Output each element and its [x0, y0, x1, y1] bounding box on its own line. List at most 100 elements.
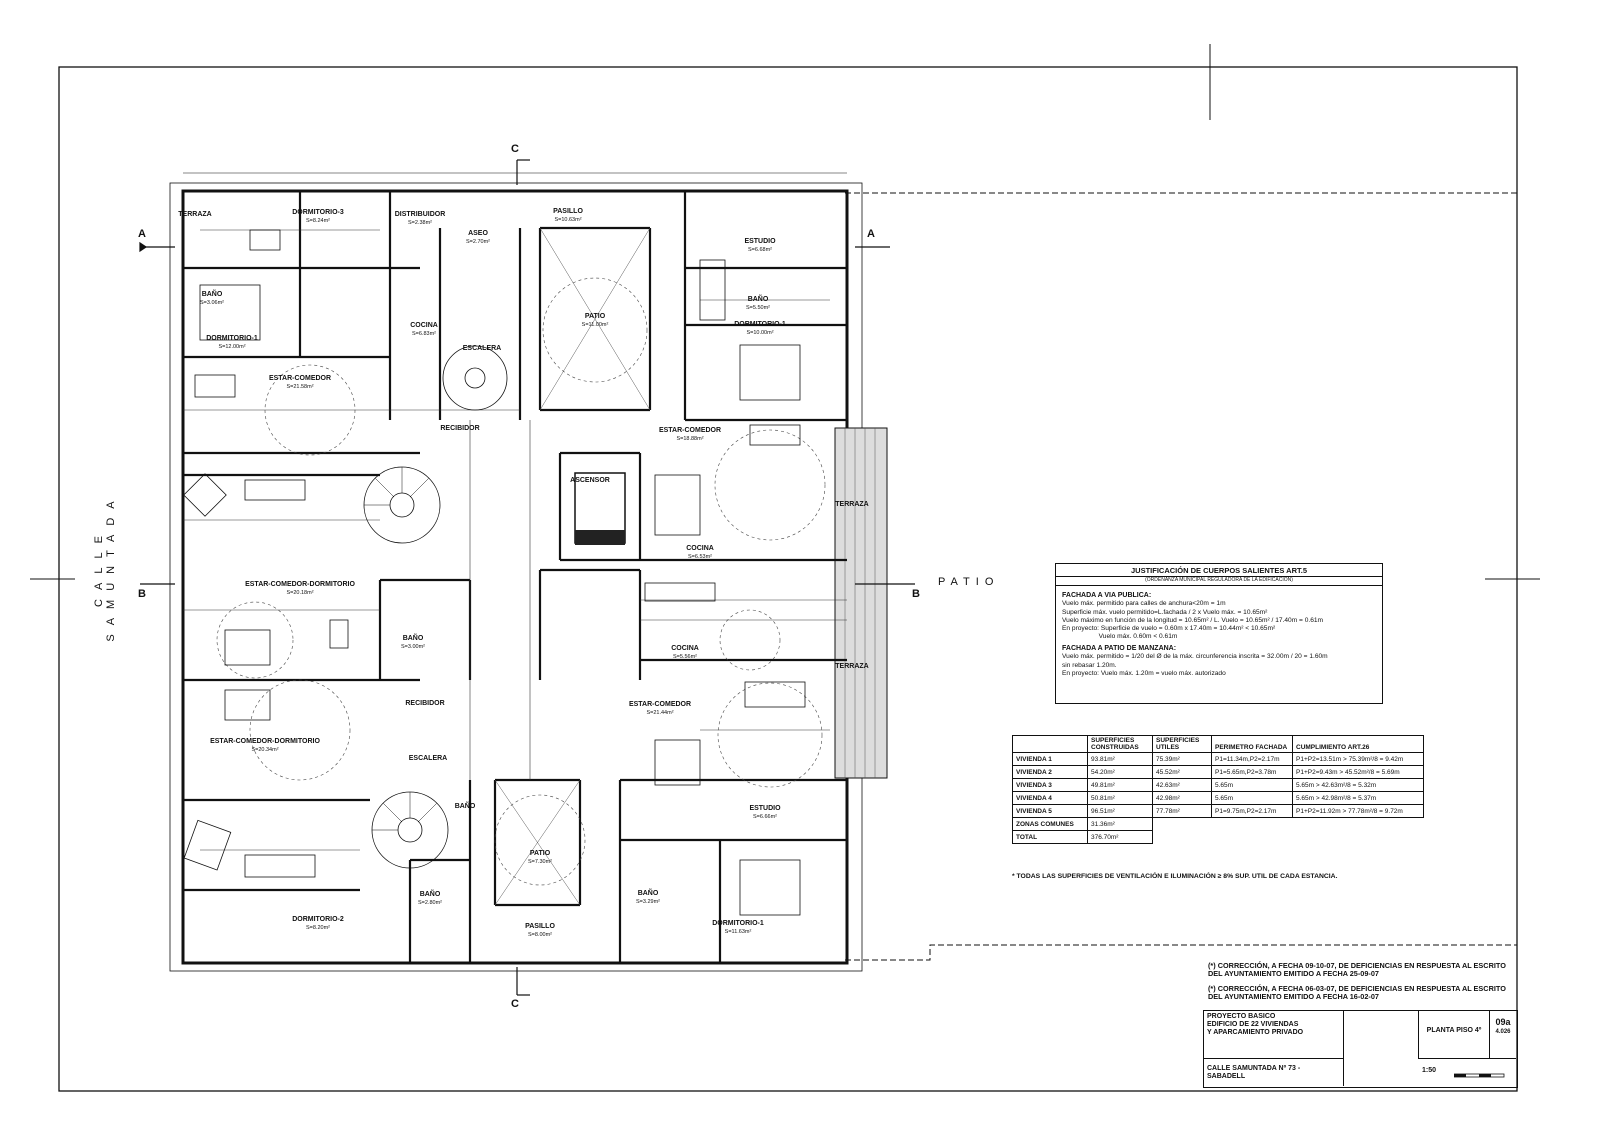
table-cell: 5.65m: [1211, 778, 1293, 792]
room-name-label: TERRAZA: [835, 501, 868, 508]
room-area-label: S=10.63m²: [554, 217, 581, 223]
room-name-label: ESTUDIO: [749, 805, 781, 812]
room-name-label: RECIBIDOR: [440, 425, 479, 432]
property-line-bottom: [845, 944, 1517, 961]
table-cell: P1=11.34m,P2=2.17m: [1211, 752, 1293, 766]
building-title: EDIFICIO DE 22 VIVIENDAS: [1207, 1021, 1299, 1029]
justification-line: Vuelo máx. 0.60m < 0.61m: [1062, 633, 1178, 641]
table-cell: 54.20m²: [1087, 765, 1153, 779]
section-cut-markers: [139, 159, 915, 996]
table-cell: 42.63m²: [1152, 778, 1212, 792]
area-summary-table: SUPERFICIES CONSTRUIDAS SUPERFICIES UTIL…: [1012, 735, 1424, 844]
room-area-label: S=6.83m²: [412, 331, 436, 337]
justification-line: Superficie máx. vuelo permitido=L.fachad…: [1062, 608, 1268, 616]
room-name-label: TERRAZA: [178, 211, 211, 218]
room-area-label: S=18.88m²: [676, 436, 703, 442]
table-cell: [1153, 818, 1212, 831]
room-area-label: S=11.00m²: [582, 322, 609, 328]
stair-treads: [364, 467, 438, 831]
room-name-label: PASILLO: [525, 923, 555, 930]
room-area-label: S=21.58m²: [286, 384, 313, 390]
spiral-staircase: [363, 345, 508, 869]
balcony-strip: [834, 427, 888, 779]
room-name-label: ESTAR-COMEDOR: [629, 701, 691, 708]
justification-line: Vuelo máx. permitido para calles de anch…: [1062, 600, 1226, 608]
elevator-shaft: [574, 472, 626, 545]
table-cell: 93.81m²: [1087, 752, 1153, 766]
room-name-label: DORMITORIO-1: [206, 335, 258, 342]
table-cell: P1=5.65m,P2=3.78m: [1211, 765, 1293, 779]
justification-title: JUSTIFICACIÓN DE CUERPOS SALIENTES ART.5: [1056, 564, 1382, 578]
justification-subtitle: (ORDENANZA MUNICIPAL REGULADORA DE LA ED…: [1056, 577, 1382, 586]
table-cell: VIVIENDA 3: [1012, 778, 1088, 792]
room-name-label: TERRAZA: [835, 663, 868, 670]
room-name-label: ESTUDIO: [744, 238, 776, 245]
patio-marks: [494, 227, 651, 906]
cut-b-right: B: [912, 588, 920, 600]
justification-line: En proyecto: Superficie de vuelo = 0.60m…: [1062, 625, 1276, 633]
scale-bar: [1454, 1073, 1505, 1078]
table-cell: 49.81m²: [1087, 778, 1153, 792]
room-name-label: RECIBIDOR: [405, 700, 444, 707]
project-title: PROYECTO BASICO: [1207, 1013, 1276, 1020]
room-area-label: S=8.00m²: [528, 932, 552, 938]
room-area-label: S=3.29m²: [636, 899, 660, 905]
table-cell: 77.78m²: [1152, 804, 1212, 818]
cut-a-left: A: [138, 228, 146, 240]
title-block-number: 09a 4.026: [1490, 1011, 1516, 1059]
table-cell: [1293, 831, 1424, 844]
table-cell: P1+P2=13.51m > 75.39m²/8 = 9.42m: [1292, 752, 1424, 766]
table-cell: P1+P2=9.43m > 45.52m²/8 = 5.69m: [1292, 765, 1424, 779]
table-cell: ZONAS COMUNES: [1012, 817, 1088, 831]
room-area-label: S=2.70m²: [466, 239, 490, 245]
room-name-label: ESTAR-COMEDOR: [659, 427, 721, 434]
table-cell: [1212, 831, 1293, 844]
cut-c-bottom: C: [511, 998, 519, 1010]
room-area-label: S=8.20m²: [306, 925, 330, 931]
room-area-label: S=5.56m²: [673, 654, 697, 660]
title-block-scale: 1:50: [1422, 1067, 1437, 1074]
room-area-label: S=8.24m²: [306, 218, 330, 224]
table-cell: 5.65m > 42.63m²/8 = 5.32m: [1292, 778, 1424, 792]
room-name-label: BAÑO: [638, 888, 659, 897]
cut-c-top: C: [511, 143, 519, 155]
room-area-label: S=6.68m²: [748, 247, 772, 253]
sheet-number: 09a: [1495, 1017, 1511, 1027]
room-area-label: S=3.06m²: [200, 300, 224, 306]
table-header: SUPERFICIES UTILES: [1152, 735, 1212, 753]
ventilation-note: * TODAS LAS SUPERFICIES DE VENTILACIÓN E…: [1012, 873, 1338, 880]
room-name-label: BAÑO: [455, 801, 476, 810]
table-cell: 376.70m²: [1087, 830, 1153, 844]
room-area-label: S=11.63m²: [725, 929, 752, 935]
table-cell: [1212, 818, 1293, 831]
justification-section-patio: FACHADA A PATIO DE MANZANA:: [1062, 644, 1177, 652]
justification-line: En proyecto: Vuelo máx. 1.20m = vuelo má…: [1062, 669, 1226, 677]
projection-justification-panel: JUSTIFICACIÓN DE CUERPOS SALIENTES ART.5…: [1055, 563, 1383, 704]
room-area-label: S=2.38m²: [408, 220, 432, 226]
room-area-label: S=20.34m²: [251, 747, 278, 753]
justification-line: Vuelo máximo en función de la longitud =…: [1062, 616, 1324, 624]
room-name-label: PASILLO: [553, 208, 583, 215]
table-cell: [1293, 818, 1424, 831]
building-outline: [169, 172, 863, 972]
corrections-notes: (*) CORRECCIÓN, A FECHA 09-10-07, DE DEF…: [1208, 961, 1508, 1008]
title-block-signatures: [1344, 1011, 1418, 1086]
table-cell: 5.65m: [1211, 791, 1293, 805]
table-header: [1012, 735, 1088, 753]
room-name-label: DORMITORIO-3: [292, 209, 344, 216]
room-name-label: ESTAR-COMEDOR: [269, 375, 331, 382]
room-area-label: S=20.18m²: [286, 590, 313, 596]
title-block-project: PROYECTO BASICO EDIFICIO DE 22 VIVIENDAS…: [1204, 1011, 1344, 1059]
cut-b-left: B: [138, 588, 146, 600]
justification-section-street: FACHADA A VIA PUBLICA:: [1062, 591, 1152, 599]
table-cell: VIVIENDA 4: [1012, 791, 1088, 805]
room-name-label: ESTAR-COMEDOR-DORMITORIO: [210, 738, 320, 745]
table-cell: TOTAL: [1012, 830, 1088, 844]
sheet-code: 4.026: [1495, 1029, 1511, 1036]
table-cell: VIVIENDA 1: [1012, 752, 1088, 766]
